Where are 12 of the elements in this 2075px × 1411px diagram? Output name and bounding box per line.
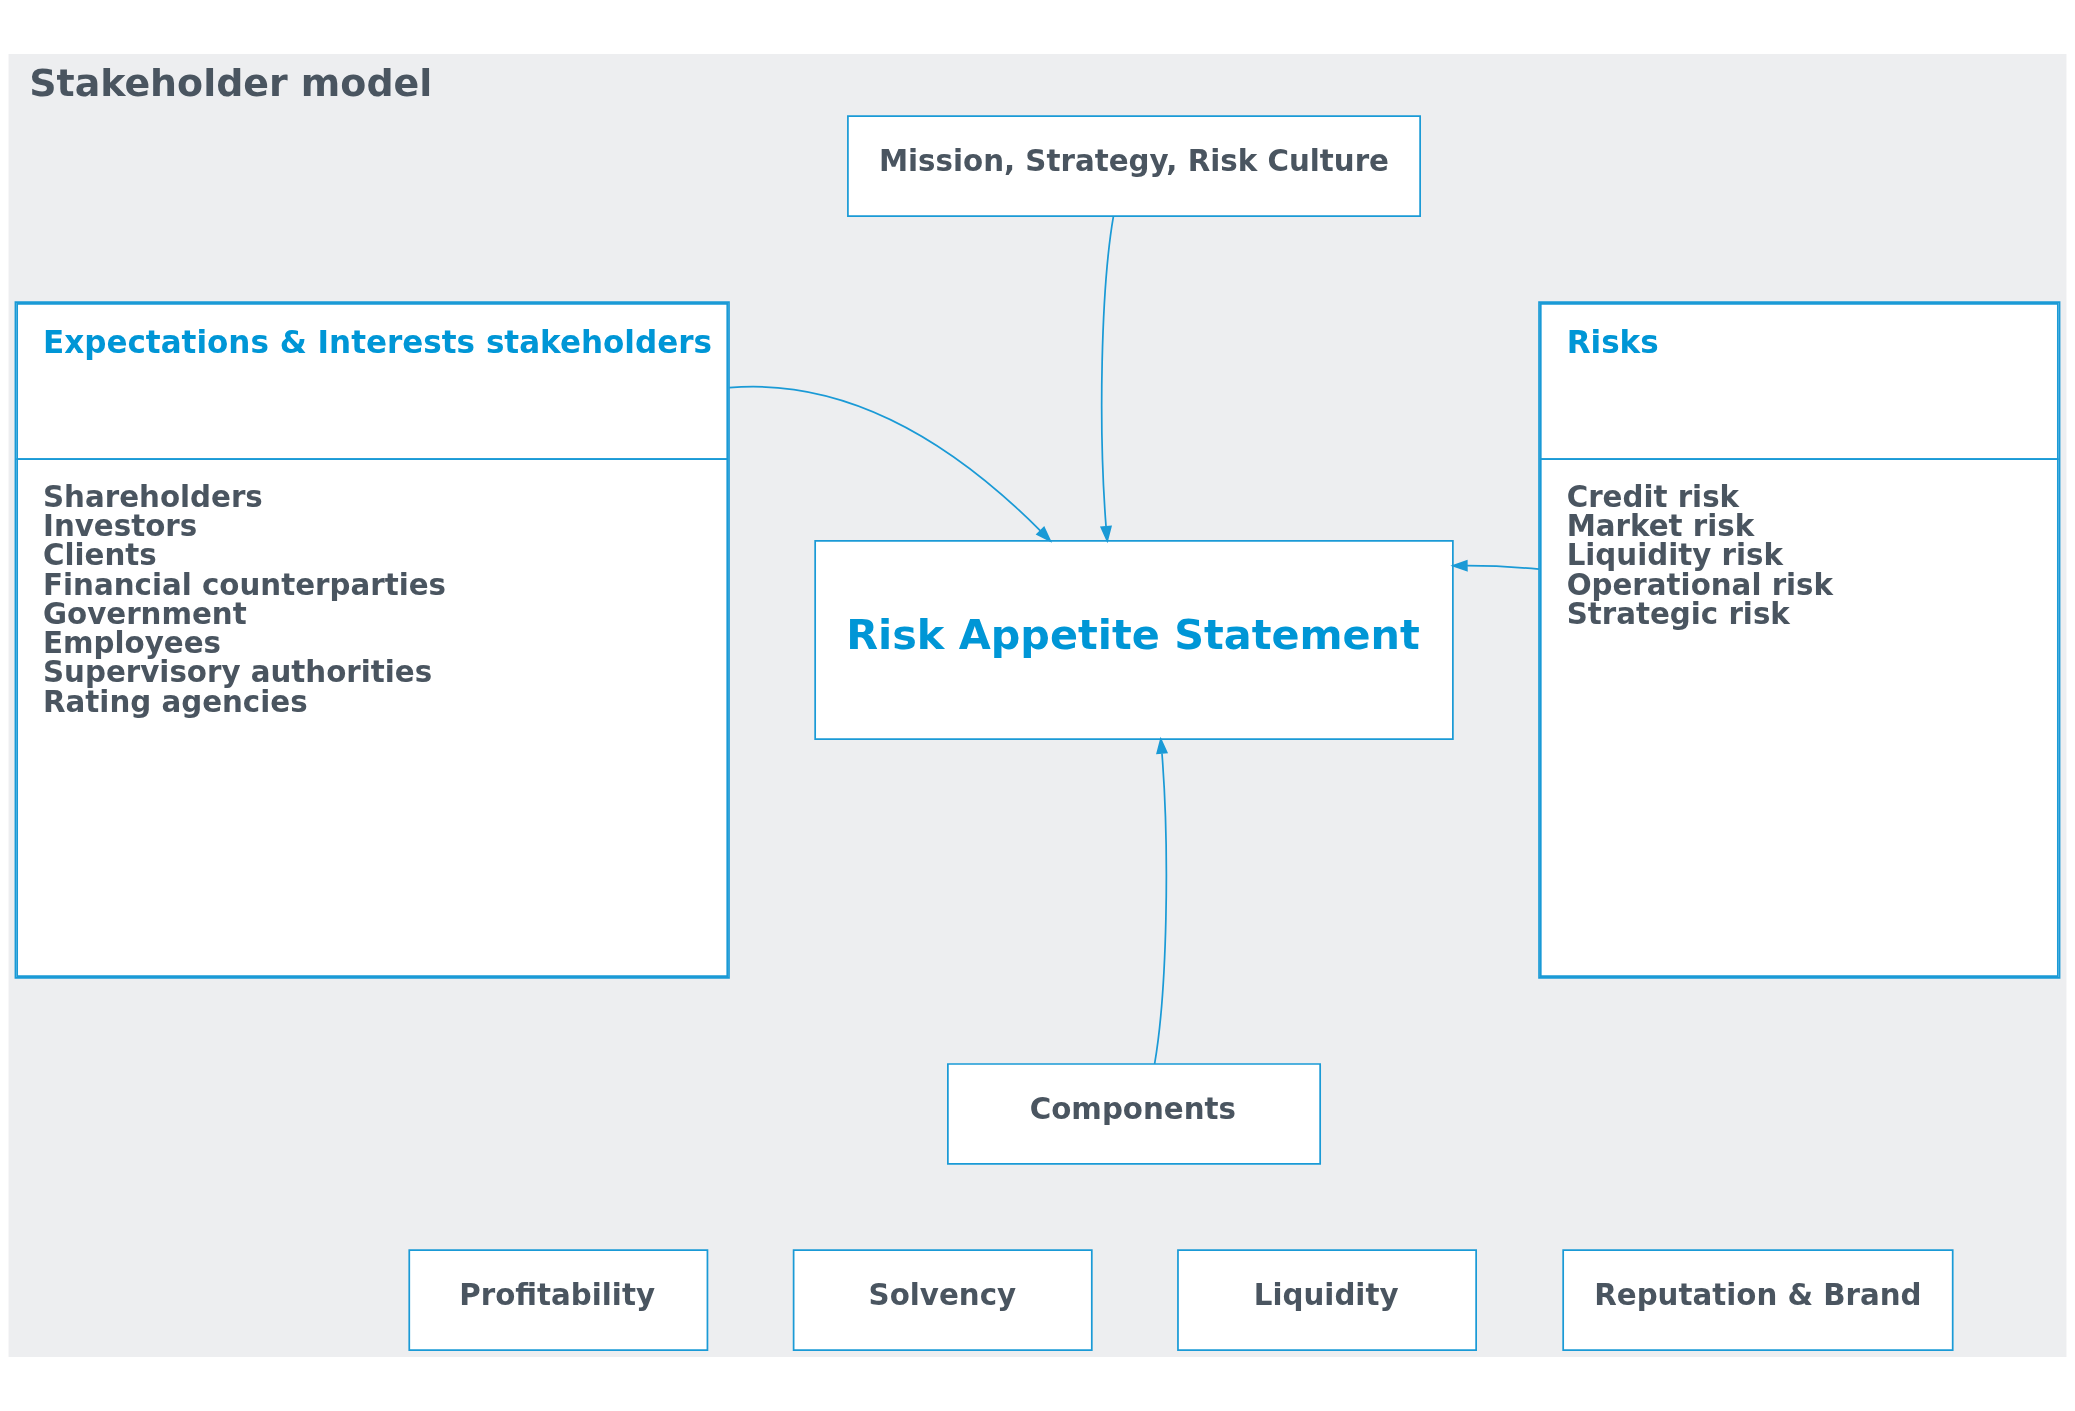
arrow — [1450, 559, 1540, 572]
arrow — [1153, 736, 1169, 1065]
diagram-title: Stakeholder model — [29, 61, 433, 106]
node-box: Liquidity — [1177, 1249, 1477, 1351]
arrow — [1099, 215, 1115, 544]
node-box: Mission, Strategy, Risk Culture — [847, 115, 1421, 217]
node-box: Risk Appetite Statement — [814, 540, 1454, 740]
node-box: Profitability — [408, 1249, 709, 1351]
node-box: Reputation & Brand — [1562, 1249, 1954, 1351]
node-box: Solvency — [792, 1249, 1093, 1351]
arrow — [728, 385, 1053, 543]
node-box: Components — [947, 1063, 1321, 1165]
